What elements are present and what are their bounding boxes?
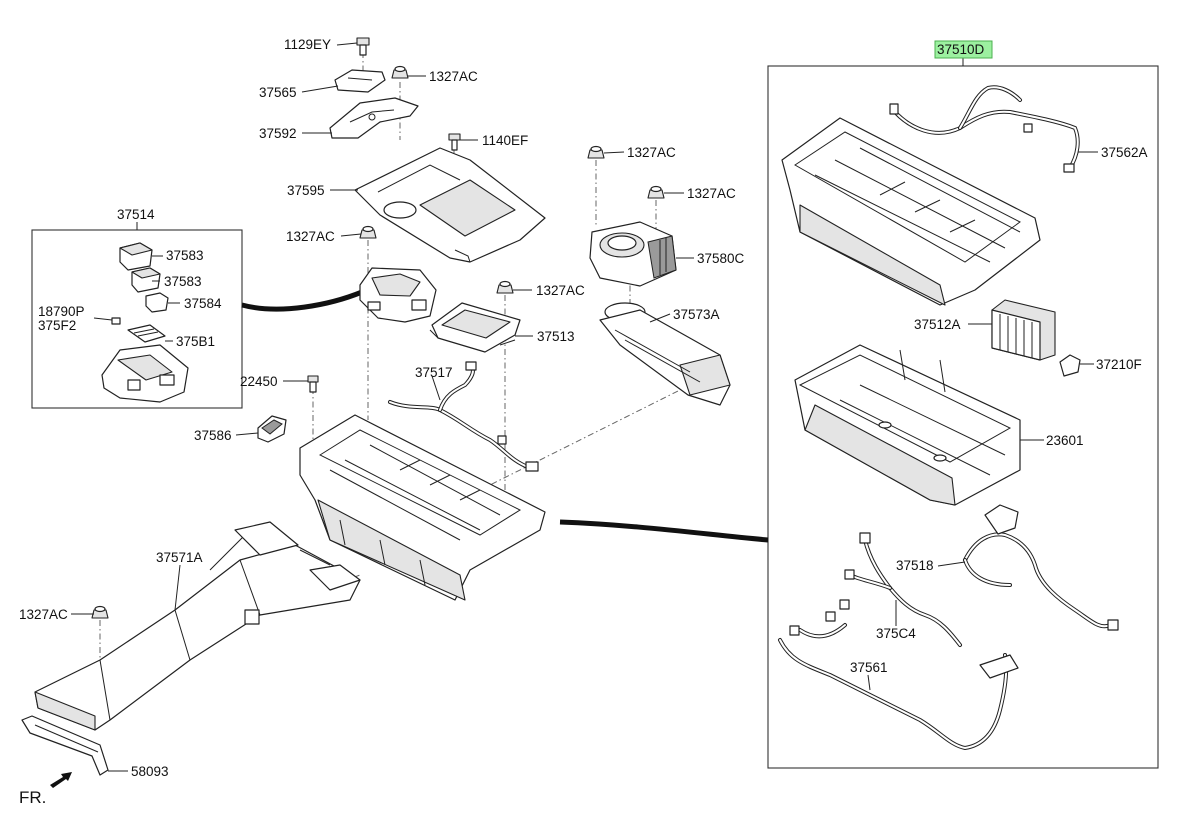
bracket-37592 bbox=[329, 97, 419, 139]
label-37580C[interactable]: 37580C bbox=[697, 251, 745, 266]
junction-block bbox=[359, 267, 437, 323]
label-37517[interactable]: 37517 bbox=[415, 365, 453, 380]
nut-1327AC-near-37513 bbox=[496, 280, 514, 294]
label-22450[interactable]: 22450 bbox=[240, 374, 278, 389]
bracket-37565 bbox=[334, 69, 386, 93]
label-37583-b[interactable]: 37583 bbox=[164, 274, 202, 289]
bolt-22450 bbox=[307, 375, 319, 393]
label-58093[interactable]: 58093 bbox=[131, 764, 169, 779]
label-23601[interactable]: 23601 bbox=[1046, 433, 1084, 448]
label-37592[interactable]: 37592 bbox=[259, 126, 297, 141]
bolt-1140EF bbox=[448, 133, 461, 151]
connection-curve-left bbox=[241, 289, 363, 312]
connector-37586 bbox=[257, 415, 287, 443]
duct-37571A bbox=[34, 521, 361, 731]
relay-37584 bbox=[145, 292, 169, 313]
nut-1327AC-bottom bbox=[91, 605, 109, 619]
duct-37573A bbox=[599, 302, 731, 406]
highlight-37510D bbox=[934, 40, 993, 59]
label-37565[interactable]: 37565 bbox=[259, 85, 297, 100]
harness-37561 bbox=[778, 599, 1019, 751]
label-1327AC-c[interactable]: 1327AC bbox=[687, 186, 736, 201]
label-37583-a[interactable]: 37583 bbox=[166, 248, 204, 263]
label-1327AC-f[interactable]: 1327AC bbox=[19, 607, 68, 622]
label-18790P[interactable]: 18790P bbox=[38, 304, 85, 319]
nut-1327AC-top bbox=[391, 65, 409, 79]
cover-37595 bbox=[354, 147, 546, 263]
label-375C4[interactable]: 375C4 bbox=[876, 626, 916, 641]
nut-1327AC-blower-top bbox=[587, 145, 605, 159]
relay-box-37514 bbox=[101, 344, 189, 403]
label-37518[interactable]: 37518 bbox=[896, 558, 934, 573]
controller-37513 bbox=[429, 302, 521, 353]
harness-37517 bbox=[388, 361, 539, 472]
module-37512A bbox=[991, 299, 1056, 361]
bracket-58093 bbox=[21, 715, 109, 776]
harness-375C4 bbox=[844, 532, 962, 647]
tray-frame-upper bbox=[781, 117, 1041, 306]
leader-lines bbox=[71, 42, 1098, 772]
label-1327AC-e[interactable]: 1327AC bbox=[536, 283, 585, 298]
label-1327AC-b[interactable]: 1327AC bbox=[627, 145, 676, 160]
relay-37583-b bbox=[131, 267, 161, 293]
label-1129EY[interactable]: 1129EY bbox=[284, 37, 331, 52]
front-direction-arrow-icon bbox=[50, 772, 72, 788]
label-37513[interactable]: 37513 bbox=[537, 329, 575, 344]
part-labels: 1129EY 37565 1327AC 37592 1140EF 37595 1… bbox=[19, 37, 1148, 807]
label-375F2[interactable]: 375F2 bbox=[38, 318, 76, 333]
fuse-block-375B1 bbox=[127, 324, 166, 343]
bolt-1129EY bbox=[356, 37, 370, 56]
blower-37580C bbox=[589, 221, 677, 287]
label-37514[interactable]: 37514 bbox=[117, 207, 155, 222]
label-37210F[interactable]: 37210F bbox=[1096, 357, 1142, 372]
relay-37583-a bbox=[119, 242, 153, 271]
nut-1327AC-blower-right bbox=[647, 185, 665, 199]
label-37562A[interactable]: 37562A bbox=[1101, 145, 1148, 160]
label-37586[interactable]: 37586 bbox=[194, 428, 232, 443]
battery-tray-assembly bbox=[299, 414, 546, 601]
nut-1327AC-mid bbox=[359, 225, 377, 239]
harness-37518 bbox=[963, 504, 1119, 631]
label-375B1[interactable]: 375B1 bbox=[176, 334, 215, 349]
fuse-18790P bbox=[111, 317, 121, 325]
label-37512A[interactable]: 37512A bbox=[914, 317, 961, 332]
label-37561[interactable]: 37561 bbox=[850, 660, 888, 675]
label-37571A[interactable]: 37571A bbox=[156, 550, 203, 565]
tray-23601 bbox=[794, 344, 1021, 506]
label-37573A[interactable]: 37573A bbox=[673, 307, 720, 322]
harness-37562A bbox=[889, 85, 1080, 173]
label-37584[interactable]: 37584 bbox=[184, 296, 222, 311]
label-1140EF[interactable]: 1140EF bbox=[482, 133, 528, 148]
sensor-37210F bbox=[1059, 354, 1081, 377]
label-37510D[interactable]: 37510D bbox=[937, 42, 985, 57]
connection-curve-right bbox=[559, 519, 769, 543]
label-1327AC-d[interactable]: 1327AC bbox=[286, 229, 335, 244]
label-1327AC-a[interactable]: 1327AC bbox=[429, 69, 478, 84]
label-fr: FR. bbox=[19, 788, 46, 807]
label-37595[interactable]: 37595 bbox=[287, 183, 325, 198]
